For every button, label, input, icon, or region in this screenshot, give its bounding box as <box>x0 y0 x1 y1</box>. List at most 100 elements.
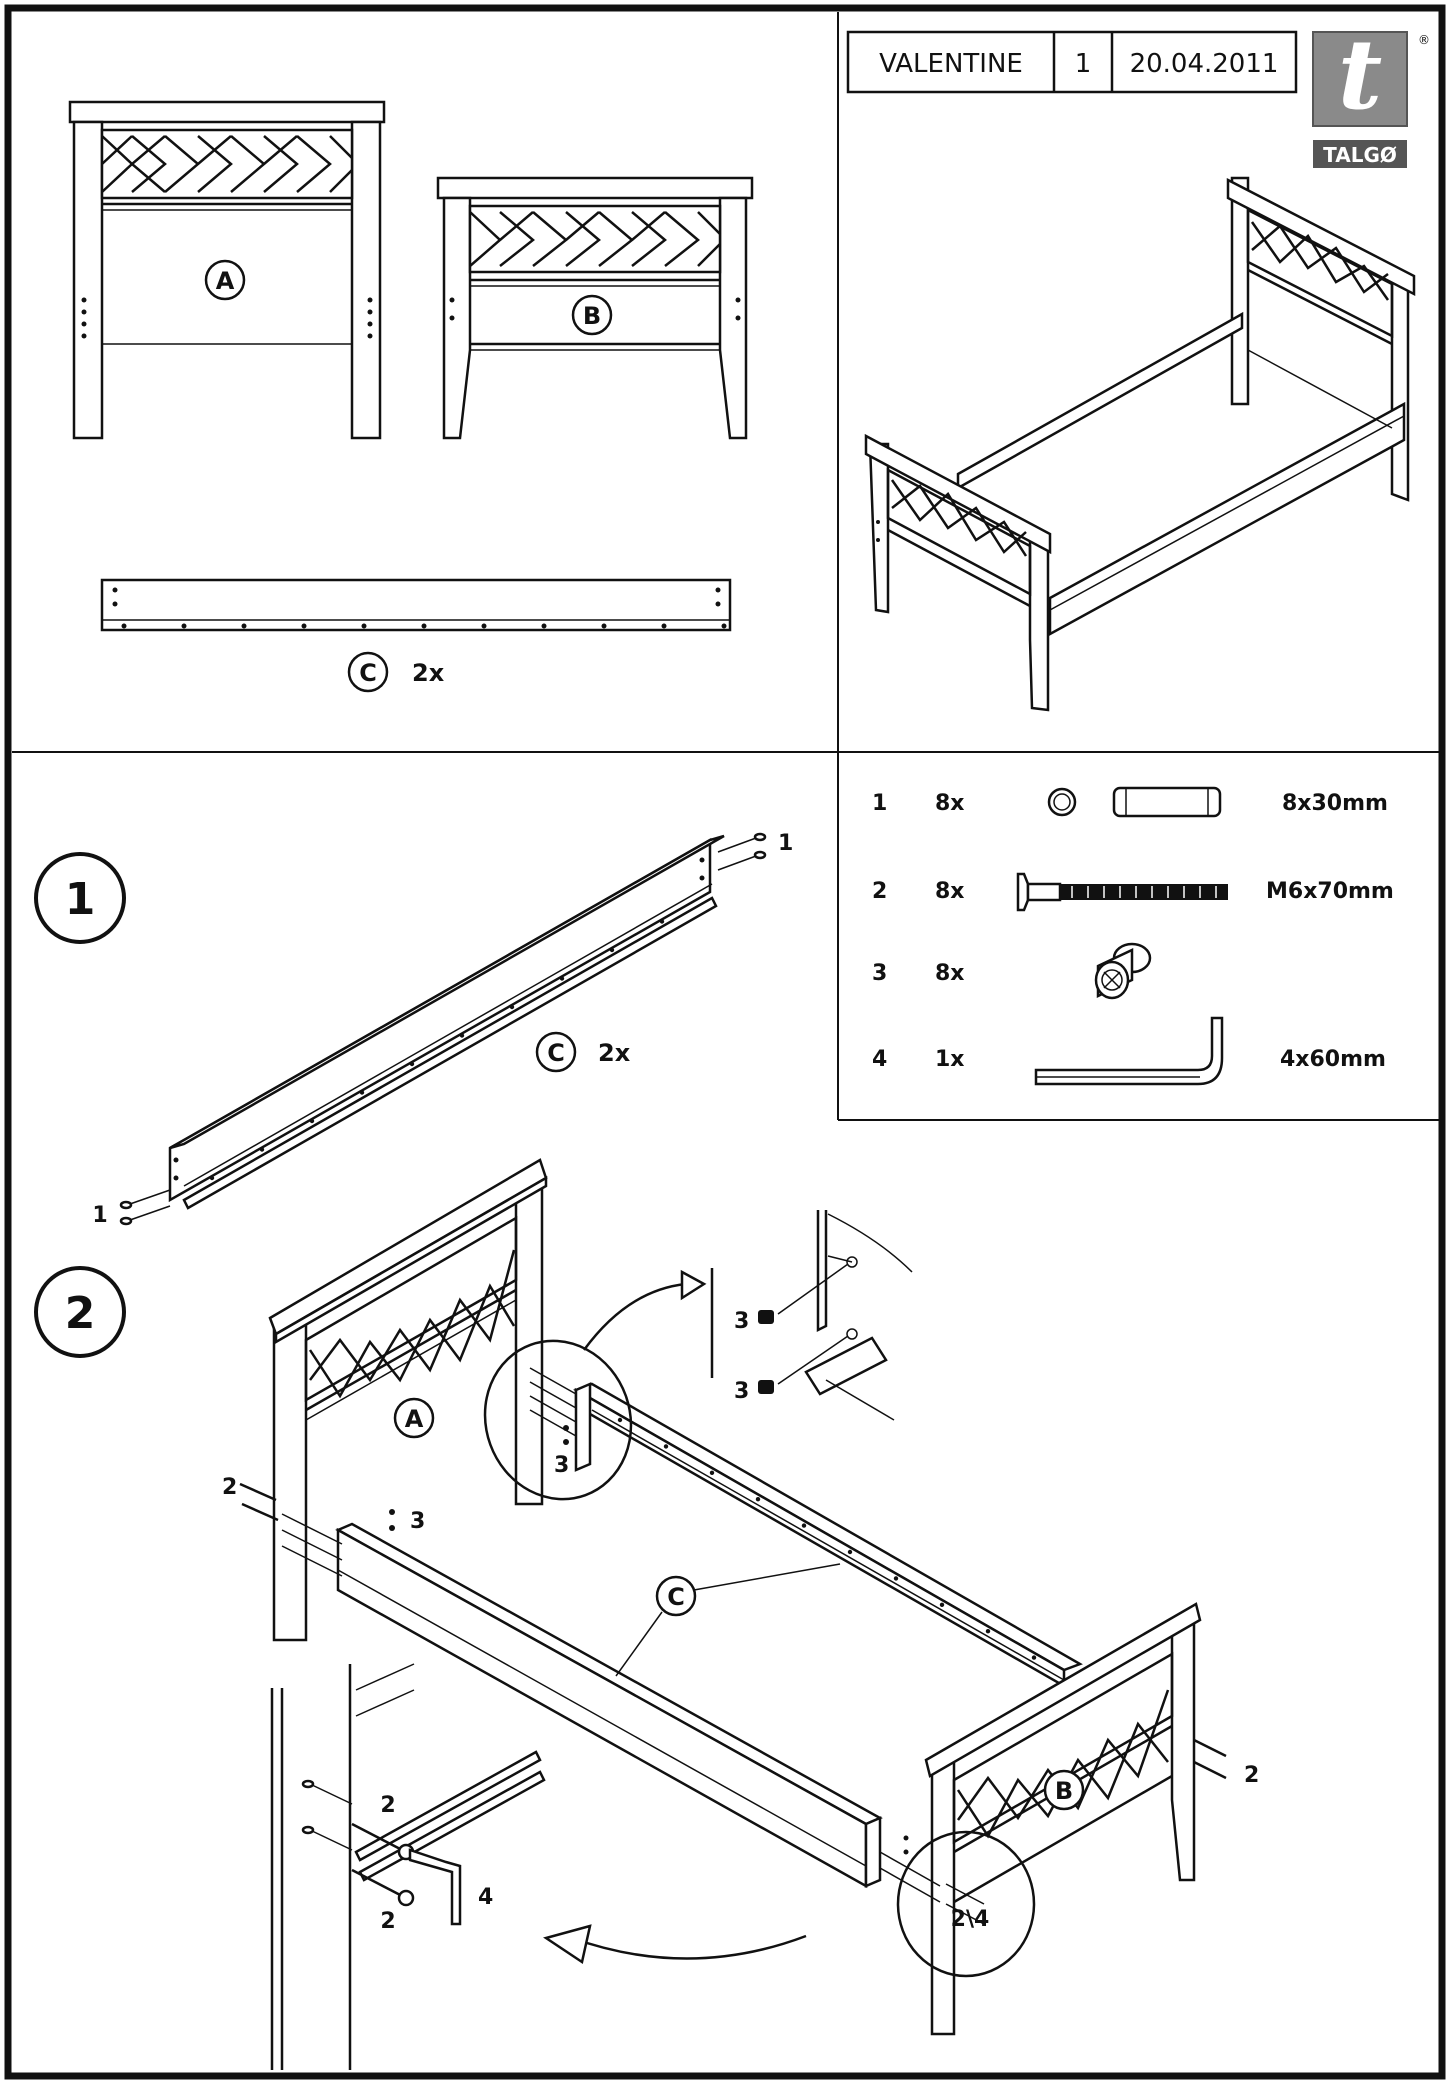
title-block: VALENTINE 1 20.04.2011 <box>846 30 1298 94</box>
step-2-fasteners <box>239 1367 1227 1925</box>
step-2-badge <box>34 1266 126 1358</box>
hardware-quantity: 8x <box>935 961 965 986</box>
part-c-badge <box>347 651 389 693</box>
step-1-number: 1 <box>65 874 96 925</box>
rail-hole <box>939 1602 945 1608</box>
rail-hole <box>601 623 607 629</box>
rail-hole <box>481 623 487 629</box>
dowel-callout-left: 1 <box>92 1203 107 1228</box>
detail-arrow-top <box>582 1282 687 1351</box>
dowel-icon <box>1047 786 1222 818</box>
rail-hole <box>1031 1655 1037 1660</box>
logo-letter: t <box>1338 18 1382 131</box>
rail-hole <box>421 623 427 629</box>
page-number: 1 <box>1075 49 1092 79</box>
bolt-icon <box>1016 872 1228 912</box>
cam-callout-detail-top: 3 <box>734 1309 749 1334</box>
part-a-label: A <box>216 267 235 295</box>
model-name: VALENTINE <box>879 49 1023 79</box>
part-b-badge <box>571 294 613 336</box>
cam-callout-top: 3 <box>554 1453 569 1478</box>
dowel-callout-right: 1 <box>778 831 793 856</box>
step-1-part-c-badge <box>535 1031 577 1073</box>
bolt-callout-left: 2 <box>222 1475 237 1500</box>
rail-hole <box>181 623 187 629</box>
step-2-number: 2 <box>65 1288 96 1339</box>
hardware-list: 1 8x 8x30mm 2 8x M6x70mm 3 8x <box>872 786 1394 1086</box>
step-1-rail <box>168 834 725 1210</box>
hardware-quantity: 8x <box>935 791 965 816</box>
rail-hole <box>309 1118 315 1124</box>
cam-nut-icon <box>1094 942 1152 1000</box>
bolt-callout-detail-bottom: 2 <box>380 1909 395 1934</box>
step-2-part-c-badge <box>655 1575 697 1617</box>
hardware-size: 4x60mm <box>1280 1047 1386 1072</box>
step-2-part-b-label: B <box>1055 1777 1073 1805</box>
hardware-id: 4 <box>872 1047 887 1072</box>
part-c-label: C <box>359 659 377 687</box>
rail-hole <box>559 976 565 981</box>
step-2: 2 A <box>34 1158 1259 2070</box>
talgo-logo: t TALGØ ® <box>1312 18 1430 168</box>
dowel-arrows <box>119 832 767 1226</box>
rail-hole <box>359 1090 365 1095</box>
hardware-id: 3 <box>872 961 887 986</box>
hardware-row-4: 4 1x 4x60mm <box>872 1016 1386 1086</box>
step-1: 1 1 1 C 2x <box>34 831 793 1228</box>
registered-mark: ® <box>1418 33 1430 47</box>
part-a-badge <box>204 259 246 301</box>
assembled-bed-illustration <box>864 176 1416 712</box>
hardware-id: 1 <box>872 791 887 816</box>
cam-detail <box>710 1210 913 1421</box>
rail-hole <box>209 1175 215 1181</box>
hardware-id: 2 <box>872 879 887 904</box>
detail-circle-top <box>483 1339 633 1501</box>
hardware-row-3: 3 8x <box>872 942 1152 1000</box>
step-2-footboard: B <box>924 1602 1202 2036</box>
page-border <box>4 4 1446 2080</box>
step-1-part-c-quantity: 2x <box>598 1039 631 1067</box>
rail-hole <box>659 919 665 924</box>
part-b-label: B <box>583 302 601 330</box>
rail-hole <box>755 1497 761 1502</box>
rail-hole <box>259 1147 265 1152</box>
cam-callout-left: 3 <box>410 1509 425 1534</box>
step-2-part-a-badge <box>393 1397 435 1439</box>
rail-hole <box>301 623 307 629</box>
part-a-headboard: A <box>68 100 386 440</box>
rail-hole <box>617 1417 623 1423</box>
rail-hole <box>541 623 547 629</box>
rail-hole <box>985 1629 991 1634</box>
rail-hole <box>121 623 127 629</box>
rail-hole <box>709 1470 715 1476</box>
step-2-part-b-badge <box>1043 1769 1085 1811</box>
hardware-quantity: 8x <box>935 879 965 904</box>
key-bolt-callout: 2\4 <box>951 1907 990 1932</box>
document-date: 20.04.2011 <box>1130 49 1279 79</box>
bolt-key-detail <box>270 1663 546 2070</box>
rail-hole <box>241 623 247 629</box>
step-2-part-a-label: A <box>405 1405 424 1433</box>
rail-hole <box>609 947 615 953</box>
detail-arrow-bottom <box>571 1934 807 1960</box>
hardware-size: 8x30mm <box>1282 791 1388 816</box>
cam-callout-detail-bottom: 3 <box>734 1379 749 1404</box>
bolt-callout-right: 2 <box>1244 1763 1259 1788</box>
logo-text: TALGØ <box>1323 143 1397 167</box>
rail-hole <box>409 1061 415 1067</box>
rail-hole <box>663 1444 669 1449</box>
detail-circle-bottom <box>896 1830 1036 1978</box>
hardware-size: M6x70mm <box>1266 879 1394 904</box>
key-callout-detail: 4 <box>478 1885 493 1910</box>
allen-key-icon <box>1034 1016 1224 1086</box>
step-2-near-rail <box>335 1522 883 1889</box>
step-1-part-c-label: C <box>547 1039 565 1067</box>
step-2-far-rail <box>573 1382 1083 1689</box>
rail-hole <box>509 1004 515 1010</box>
step-2-part-c-label: C <box>667 1583 685 1611</box>
hardware-row-1: 1 8x 8x30mm <box>872 786 1388 818</box>
step-1-badge <box>34 852 126 944</box>
rail-hole <box>721 623 727 629</box>
rail-hole <box>661 623 667 629</box>
